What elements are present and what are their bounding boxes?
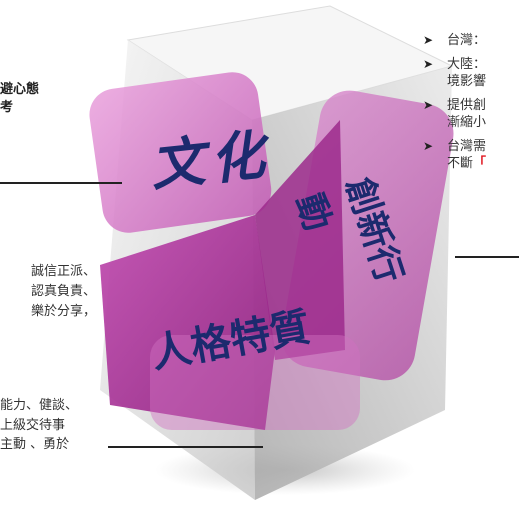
bullet-2-line2: 境影響 [447, 74, 487, 89]
left-text-bottom-line2: 上級交待事 [0, 418, 66, 433]
magenta-left-block [100, 215, 275, 430]
left-text-middle-line3: 樂於分享， [31, 304, 97, 319]
bullet-3-line2: 漸縮小 [447, 115, 487, 130]
left-text-top-line2: 考 [0, 100, 14, 115]
left-text-bottom-line3: 主動 、勇於 [0, 437, 70, 452]
magenta-center-block [255, 120, 345, 360]
bullet-1-line1: 台灣： [447, 33, 487, 48]
bullet-4-line2: 不斷「 [447, 156, 487, 171]
left-text-top-line1: 避心態 [0, 82, 40, 97]
bullet-arrow-icon: ➤ [423, 57, 434, 71]
bullet-2-line1: 大陸： [447, 57, 487, 72]
magenta-bottom-glow [150, 335, 360, 430]
bullet-3-line1: 提供創 [447, 98, 487, 113]
left-text-middle-line1: 誠信正派、 [31, 264, 97, 279]
bullet-arrow-icon: ➤ [423, 98, 434, 112]
highlight-bracket: 「 [473, 156, 487, 171]
left-text-bottom-line1: 能力、健談、 [0, 398, 79, 413]
magenta-top-block [89, 72, 272, 233]
bullet-arrow-icon: ➤ [423, 33, 434, 47]
face-label-top: 文化 [147, 121, 274, 199]
bullet-4-line1: 台灣需 [447, 139, 487, 154]
left-text-middle-line2: 認真負責、 [31, 284, 97, 299]
bullet-arrow-icon: ➤ [423, 139, 434, 153]
